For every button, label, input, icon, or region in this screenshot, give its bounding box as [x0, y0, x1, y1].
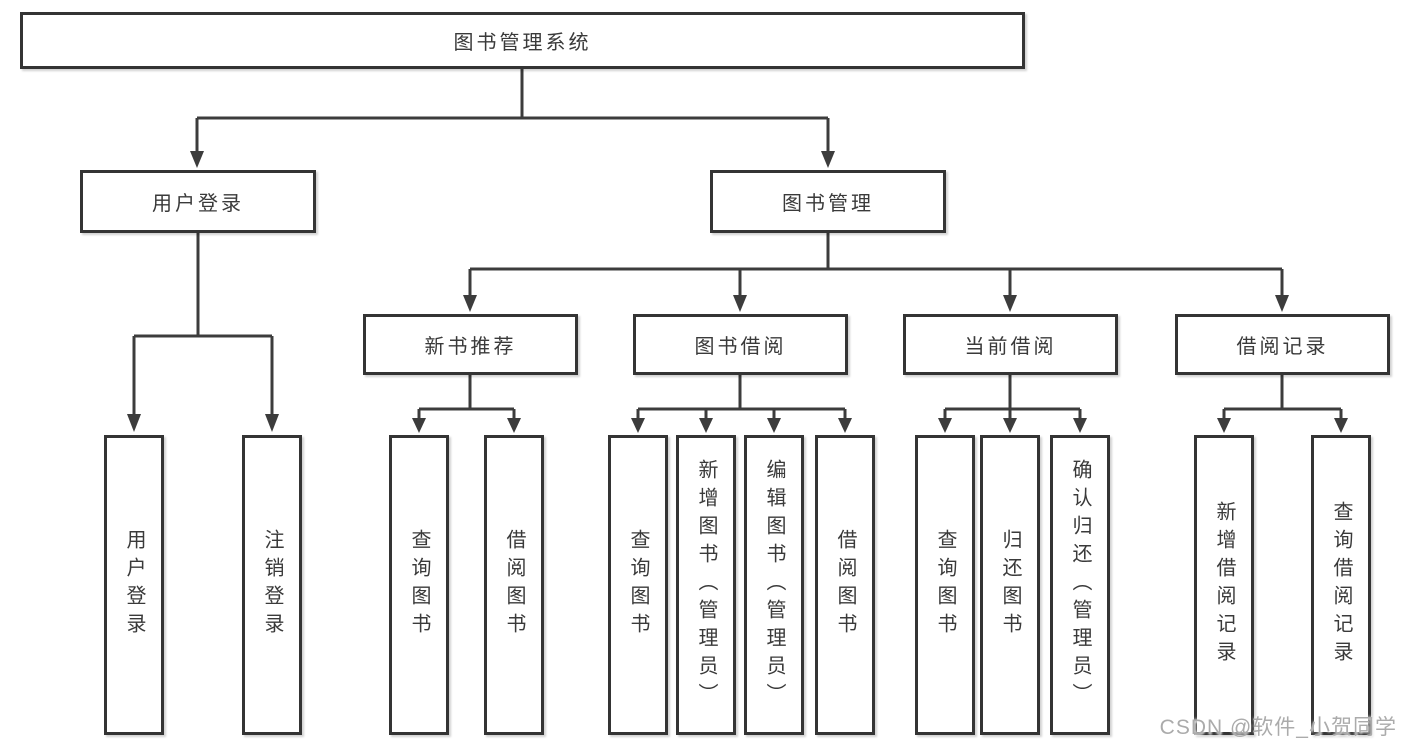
- arrowhead: [265, 414, 279, 432]
- node-label: 图书借阅: [694, 336, 787, 358]
- node-book-management: 图书管理: [710, 170, 946, 233]
- leaf-add-borrow-record: 新增借阅记录: [1194, 435, 1254, 735]
- leaf-label: 查询图书: [408, 529, 430, 641]
- watermark: CSDN @软件_小贺同学: [1159, 716, 1397, 739]
- leaf-label: 借阅图书: [834, 529, 856, 641]
- node-label: 新书推荐: [424, 336, 517, 358]
- leaf-query-books-borrow: 查询图书: [608, 435, 668, 735]
- connector-new-book-fork: [417, 375, 516, 419]
- leaf-logout: 注销登录: [242, 435, 302, 735]
- connector-borrow-records-fork: [1222, 375, 1343, 419]
- arrowhead: [507, 418, 521, 433]
- node-borrow-records: 借阅记录: [1175, 314, 1390, 375]
- arrowhead: [733, 295, 747, 312]
- arrowhead: [938, 418, 952, 433]
- node-label: 用户登录: [152, 193, 244, 215]
- node-label: 当前借阅: [964, 336, 1057, 358]
- arrowhead: [767, 418, 781, 433]
- arrowhead: [838, 418, 852, 433]
- leaf-label: 借阅图书: [503, 529, 525, 641]
- connector-book-borrow-fork: [636, 375, 847, 419]
- arrowhead: [1003, 418, 1017, 433]
- arrowhead: [1003, 295, 1017, 312]
- arrowhead: [412, 418, 426, 433]
- leaf-confirm-return-admin: 确认归还（管理员）: [1050, 435, 1110, 735]
- arrowhead: [1334, 418, 1348, 433]
- node-label: 借阅记录: [1236, 336, 1329, 358]
- node-user-login: 用户登录: [80, 170, 316, 233]
- node-current-borrow: 当前借阅: [903, 314, 1118, 375]
- leaf-add-book-admin: 新增图书（管理员）: [676, 435, 736, 735]
- arrowhead: [127, 414, 141, 432]
- leaf-query-borrow-record: 查询借阅记录: [1311, 435, 1371, 735]
- leaf-user-login: 用户登录: [104, 435, 164, 735]
- arrowhead: [1275, 295, 1289, 312]
- connector-book-mgmt-fork: [468, 233, 1284, 296]
- connector-root-fork: [195, 69, 830, 152]
- arrowhead: [631, 418, 645, 433]
- node-label: 图书管理系统: [453, 32, 592, 54]
- node-book-borrow: 图书借阅: [633, 314, 848, 375]
- leaf-borrow-books: 借阅图书: [815, 435, 875, 735]
- leaf-label: 查询图书: [934, 529, 956, 641]
- arrowheads: [127, 151, 1348, 433]
- leaf-label: 确认归还（管理员）: [1069, 459, 1091, 711]
- arrowhead: [463, 295, 477, 312]
- node-new-book-recommend: 新书推荐: [363, 314, 578, 375]
- leaf-edit-book-admin: 编辑图书（管理员）: [744, 435, 804, 735]
- arrowhead: [699, 418, 713, 433]
- leaf-return-book: 归还图书: [980, 435, 1040, 735]
- connector-current-borrow-fork: [943, 375, 1082, 419]
- leaf-label: 编辑图书（管理员）: [763, 459, 785, 711]
- leaf-query-books-recommend: 查询图书: [389, 435, 449, 735]
- node-root-system: 图书管理系统: [20, 12, 1025, 69]
- leaf-label: 新增借阅记录: [1213, 501, 1235, 669]
- leaf-borrow-books-recommend: 借阅图书: [484, 435, 544, 735]
- leaf-label: 查询图书: [627, 529, 649, 641]
- leaf-label: 用户登录: [123, 529, 145, 641]
- leaf-label: 新增图书（管理员）: [695, 459, 717, 711]
- connector-user-login-fork: [132, 233, 274, 416]
- arrowhead: [821, 151, 835, 168]
- arrowhead: [1217, 418, 1231, 433]
- arrowhead: [1073, 418, 1087, 433]
- leaf-query-books-current: 查询图书: [915, 435, 975, 735]
- leaf-label: 注销登录: [261, 529, 283, 641]
- arrowhead: [190, 151, 204, 168]
- leaf-label: 查询借阅记录: [1330, 501, 1352, 669]
- leaf-label: 归还图书: [999, 529, 1021, 641]
- node-label: 图书管理: [782, 193, 874, 215]
